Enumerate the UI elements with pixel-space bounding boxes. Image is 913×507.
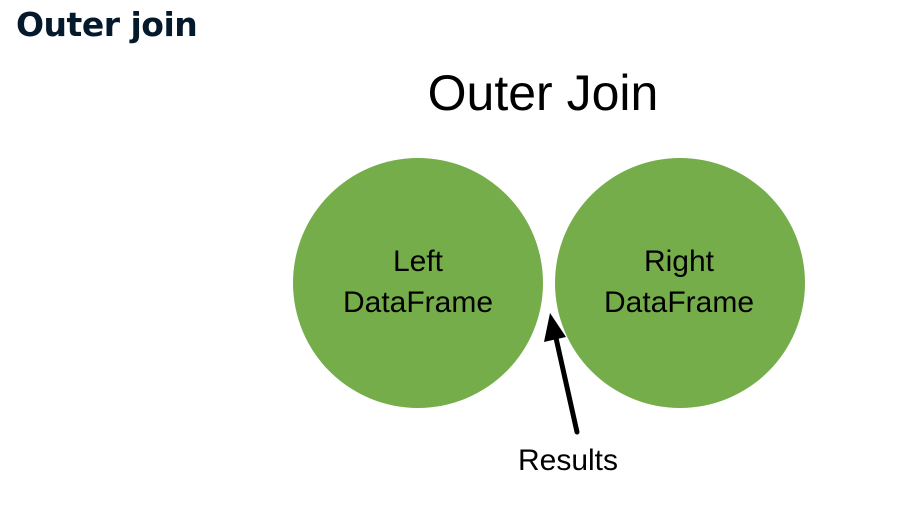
results-arrow-shaft: [553, 335, 580, 435]
results-label: Results: [518, 444, 618, 477]
slide-title: Outer join: [16, 5, 198, 44]
left-dataframe-circle: [293, 158, 543, 408]
left-set-label-line2: DataFrame: [343, 286, 493, 319]
results-arrow-head: [544, 313, 566, 342]
right-set-label-line2: DataFrame: [604, 286, 754, 319]
right-set-label-line1: Right: [644, 245, 715, 278]
left-set-label-line1: Left: [393, 245, 444, 278]
right-dataframe-circle: [555, 158, 805, 408]
diagram-title: Outer Join: [428, 65, 659, 121]
